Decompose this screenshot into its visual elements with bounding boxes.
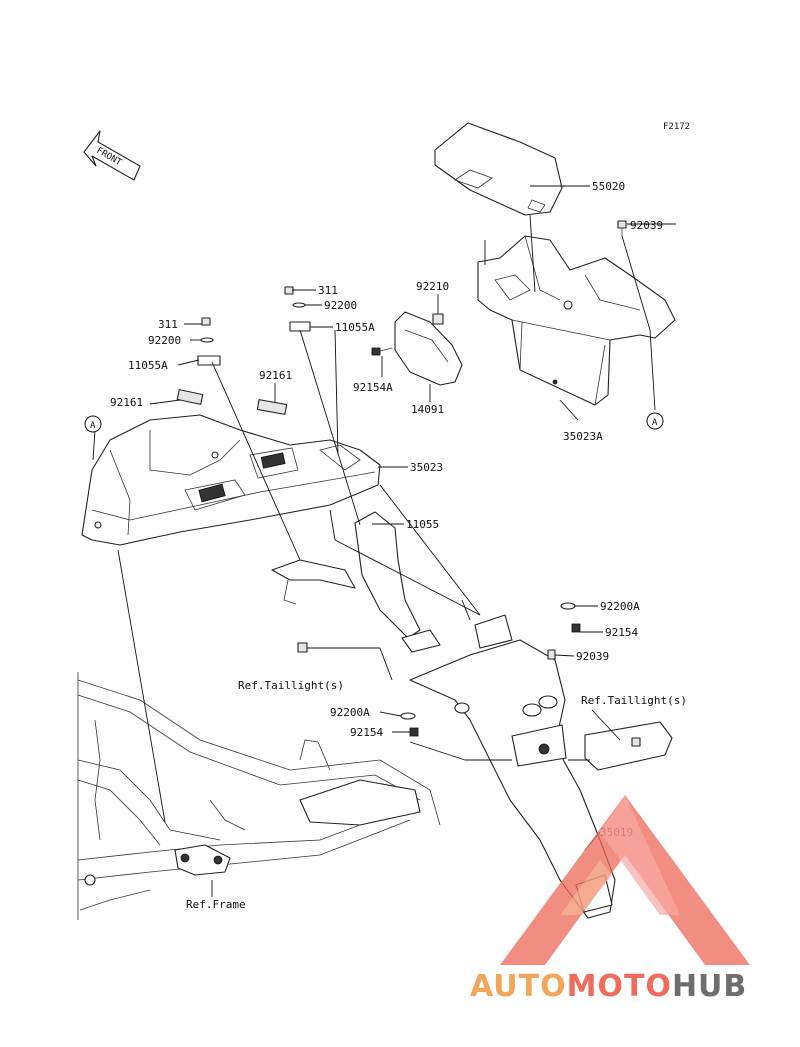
- callout-labels: 55020 92039 92210 311 92200 11055A 311 9…: [110, 180, 687, 911]
- part-14091-cover: [394, 311, 463, 386]
- callout-92210: 92210: [416, 280, 449, 293]
- callout-35023: 35023: [410, 461, 443, 474]
- callout-92039-top: 92039: [630, 219, 663, 232]
- hardware-stack-right-icon: [284, 286, 311, 332]
- callout-11055: 11055: [406, 518, 439, 531]
- svg-text:A: A: [90, 421, 96, 431]
- part-55020-cover: [434, 122, 563, 216]
- part-frame: [77, 679, 441, 911]
- callout-11055A-right: 11055A: [335, 321, 375, 334]
- watermark-triangle-icon: [500, 795, 750, 965]
- callout-311-left: 311: [158, 318, 178, 331]
- bolt-92154A-icon: [371, 347, 393, 356]
- bolt-92154-right-icon: [571, 623, 581, 633]
- callout-reftail-right: Ref.Taillight(s): [581, 694, 687, 707]
- marker-a-right: A: [646, 412, 664, 430]
- hardware-stack-left-icon: [197, 317, 221, 366]
- callout-92200A-right: 92200A: [600, 600, 640, 613]
- part-35023-fender: [81, 414, 381, 546]
- part-35023A-tray: [477, 235, 676, 406]
- washer-92200A-right-icon: [560, 602, 576, 610]
- taillight-plate-icon: [584, 721, 673, 771]
- callout-92039-low: 92039: [576, 650, 609, 663]
- marker-a-left: A: [84, 415, 102, 433]
- bolt-92039-top-icon: [617, 220, 627, 236]
- callout-311-right: 311: [318, 284, 338, 297]
- callout-92161-b: 92161: [259, 369, 292, 382]
- callout-92154-left: 92154: [350, 726, 383, 739]
- washer-92200A-left-icon: [400, 712, 416, 720]
- bolt-reftail-left-icon: [297, 642, 308, 653]
- diagram-code: F2172: [663, 122, 690, 132]
- pad-92161-a-icon: [176, 389, 204, 405]
- callout-reftail-left: Ref.Taillight(s): [238, 679, 344, 692]
- watermark-logo: AUTOMOTOHUB: [470, 795, 750, 1004]
- callout-92200A-left: 92200A: [330, 706, 370, 719]
- leader-lines: [92, 185, 676, 897]
- callout-92200-right: 92200: [324, 299, 357, 312]
- callout-92154-right: 92154: [605, 626, 638, 639]
- callout-11055A-left: 11055A: [128, 359, 168, 372]
- bolt-92210-icon: [432, 313, 444, 325]
- callout-55020: 55020: [592, 180, 625, 193]
- callout-92200-left: 92200: [148, 334, 181, 347]
- bolt-92039-low-icon: [547, 649, 556, 660]
- callout-92161-a: 92161: [110, 396, 143, 409]
- callout-14091: 14091: [411, 403, 444, 416]
- part-11055-bracket: [271, 511, 441, 653]
- bolt-92154-left-icon: [409, 727, 419, 737]
- svg-text:A: A: [652, 418, 658, 428]
- front-arrow-icon: FRONT: [83, 130, 141, 181]
- callout-refframe: Ref.Frame: [186, 898, 246, 911]
- pad-92161-b-icon: [256, 399, 288, 415]
- watermark-text: AUTOMOTOHUB: [470, 969, 747, 1004]
- callout-35023A: 35023A: [563, 430, 603, 443]
- callout-92154A: 92154A: [353, 381, 393, 394]
